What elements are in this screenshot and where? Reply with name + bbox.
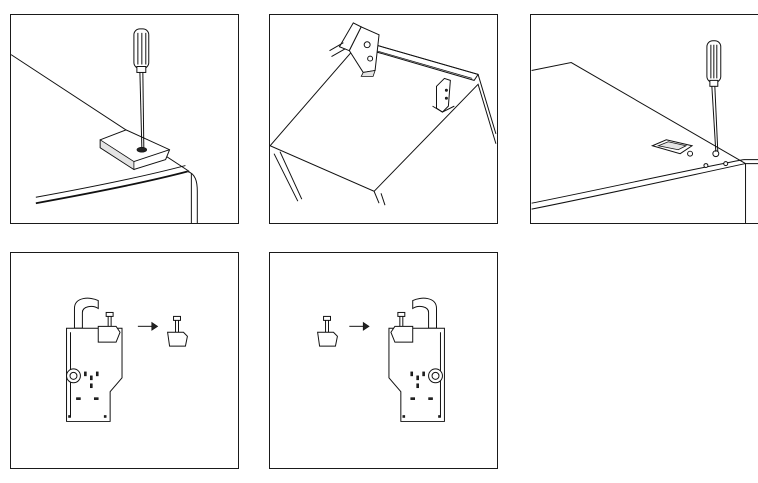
step-panel-5: [269, 252, 498, 469]
door-front-edge: [270, 145, 380, 204]
door-left-side: [273, 153, 299, 202]
step-panel-1: [10, 14, 239, 224]
step-panel-2: [269, 14, 498, 224]
pin-bushing: [97, 325, 121, 343]
cabinet-front-edge: [531, 163, 746, 210]
hinge-bracket-removal-icon: [270, 22, 497, 206]
hinge-pin-remove-icon: [66, 297, 188, 422]
cabinet-corner: [187, 171, 198, 223]
new-pin-bushing: [317, 331, 338, 347]
step-panel-3: [530, 14, 758, 224]
door-right-edge: [373, 83, 497, 192]
screw-icon: [687, 150, 694, 157]
cabinet-front-edge: [35, 170, 188, 205]
screwdriver-opposite-side-icon: [531, 40, 758, 223]
hinge-hook-arm: [412, 297, 438, 329]
step-panel-4: [10, 252, 239, 469]
cabinet-top-edge: [531, 62, 746, 164]
screwdriver-shaft: [139, 70, 143, 148]
hinge-cover-edge: [133, 149, 170, 163]
hinge-hook-arm: [73, 297, 99, 329]
screwdriver-hinge-cover-icon: [11, 28, 198, 223]
hinge-cover-side: [99, 139, 135, 171]
screw-icon: [136, 146, 148, 153]
pin-bushing: [390, 325, 414, 343]
removed-pin-bushing: [167, 331, 188, 347]
hinge-screw-icon: [363, 41, 371, 49]
cabinet-front-edge-inner: [35, 165, 186, 198]
hinge-rail: [360, 39, 479, 81]
small-bracket: [435, 77, 451, 113]
door-top-edge: [270, 40, 497, 147]
screwdriver-shaft: [711, 86, 717, 152]
hinge-pin-install-icon: [317, 297, 445, 422]
